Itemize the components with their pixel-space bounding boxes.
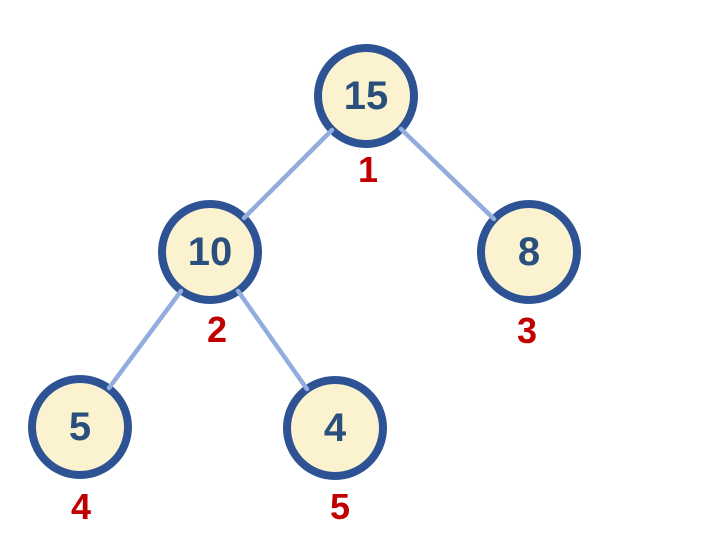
tree-node-left-left: 5 — [28, 375, 132, 479]
visit-order-label-left-right: 5 — [329, 486, 351, 527]
edge-left-left-left — [106, 288, 184, 391]
node-value: 8 — [517, 230, 541, 274]
tree-node-left-right: 4 — [283, 376, 387, 480]
node-value: 5 — [68, 405, 92, 449]
edge-root-right — [398, 126, 497, 222]
visit-order-label-left: 2 — [206, 309, 228, 350]
tree-node-left: 10 — [158, 200, 262, 304]
edge-left-left-right — [235, 288, 310, 392]
tree-node-right: 8 — [477, 200, 581, 304]
visit-order-label-left-left: 4 — [70, 486, 92, 527]
node-value: 10 — [187, 230, 233, 274]
node-value: 15 — [343, 74, 389, 118]
tree-node-root: 15 — [314, 44, 418, 148]
visit-order-label-right: 3 — [516, 310, 538, 351]
visit-order-label-root: 1 — [357, 149, 379, 190]
node-value: 4 — [323, 406, 347, 450]
edge-root-left — [241, 127, 335, 221]
